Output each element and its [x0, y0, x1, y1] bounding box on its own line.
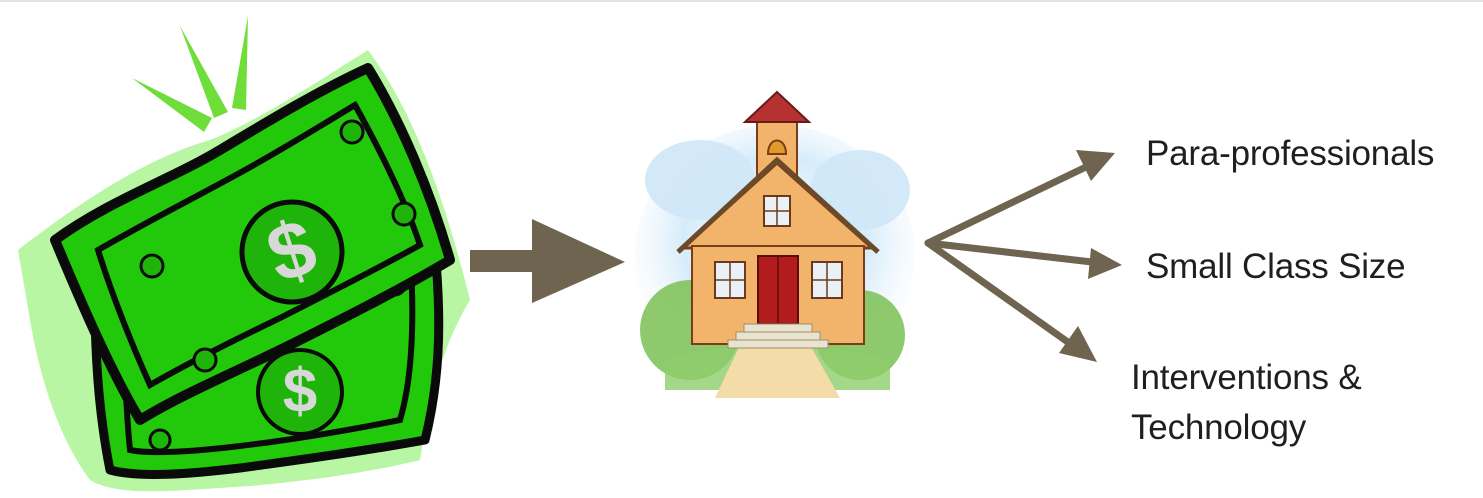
outcome-label-small-class-size: Small Class Size: [1146, 242, 1405, 292]
money-bills-icon: $ $: [18, 16, 470, 491]
branch-arrowhead-2: [1088, 248, 1122, 279]
outcome-label-interventions-technology: Interventions & Technology: [1131, 353, 1361, 453]
branch-arrows: [928, 166, 1092, 345]
branch-arrow-1: [928, 166, 1088, 243]
dollar-sign-back: $: [283, 357, 317, 426]
sparkle-icon: [132, 16, 248, 132]
outcome-label-line-1: Interventions &: [1131, 353, 1361, 403]
schoolhouse-icon: [635, 92, 915, 398]
outcome-label-line-2: Technology: [1131, 403, 1361, 453]
flow-arrow-main: [470, 219, 625, 303]
outcome-label-paraprofessionals: Para-professionals: [1146, 129, 1434, 179]
